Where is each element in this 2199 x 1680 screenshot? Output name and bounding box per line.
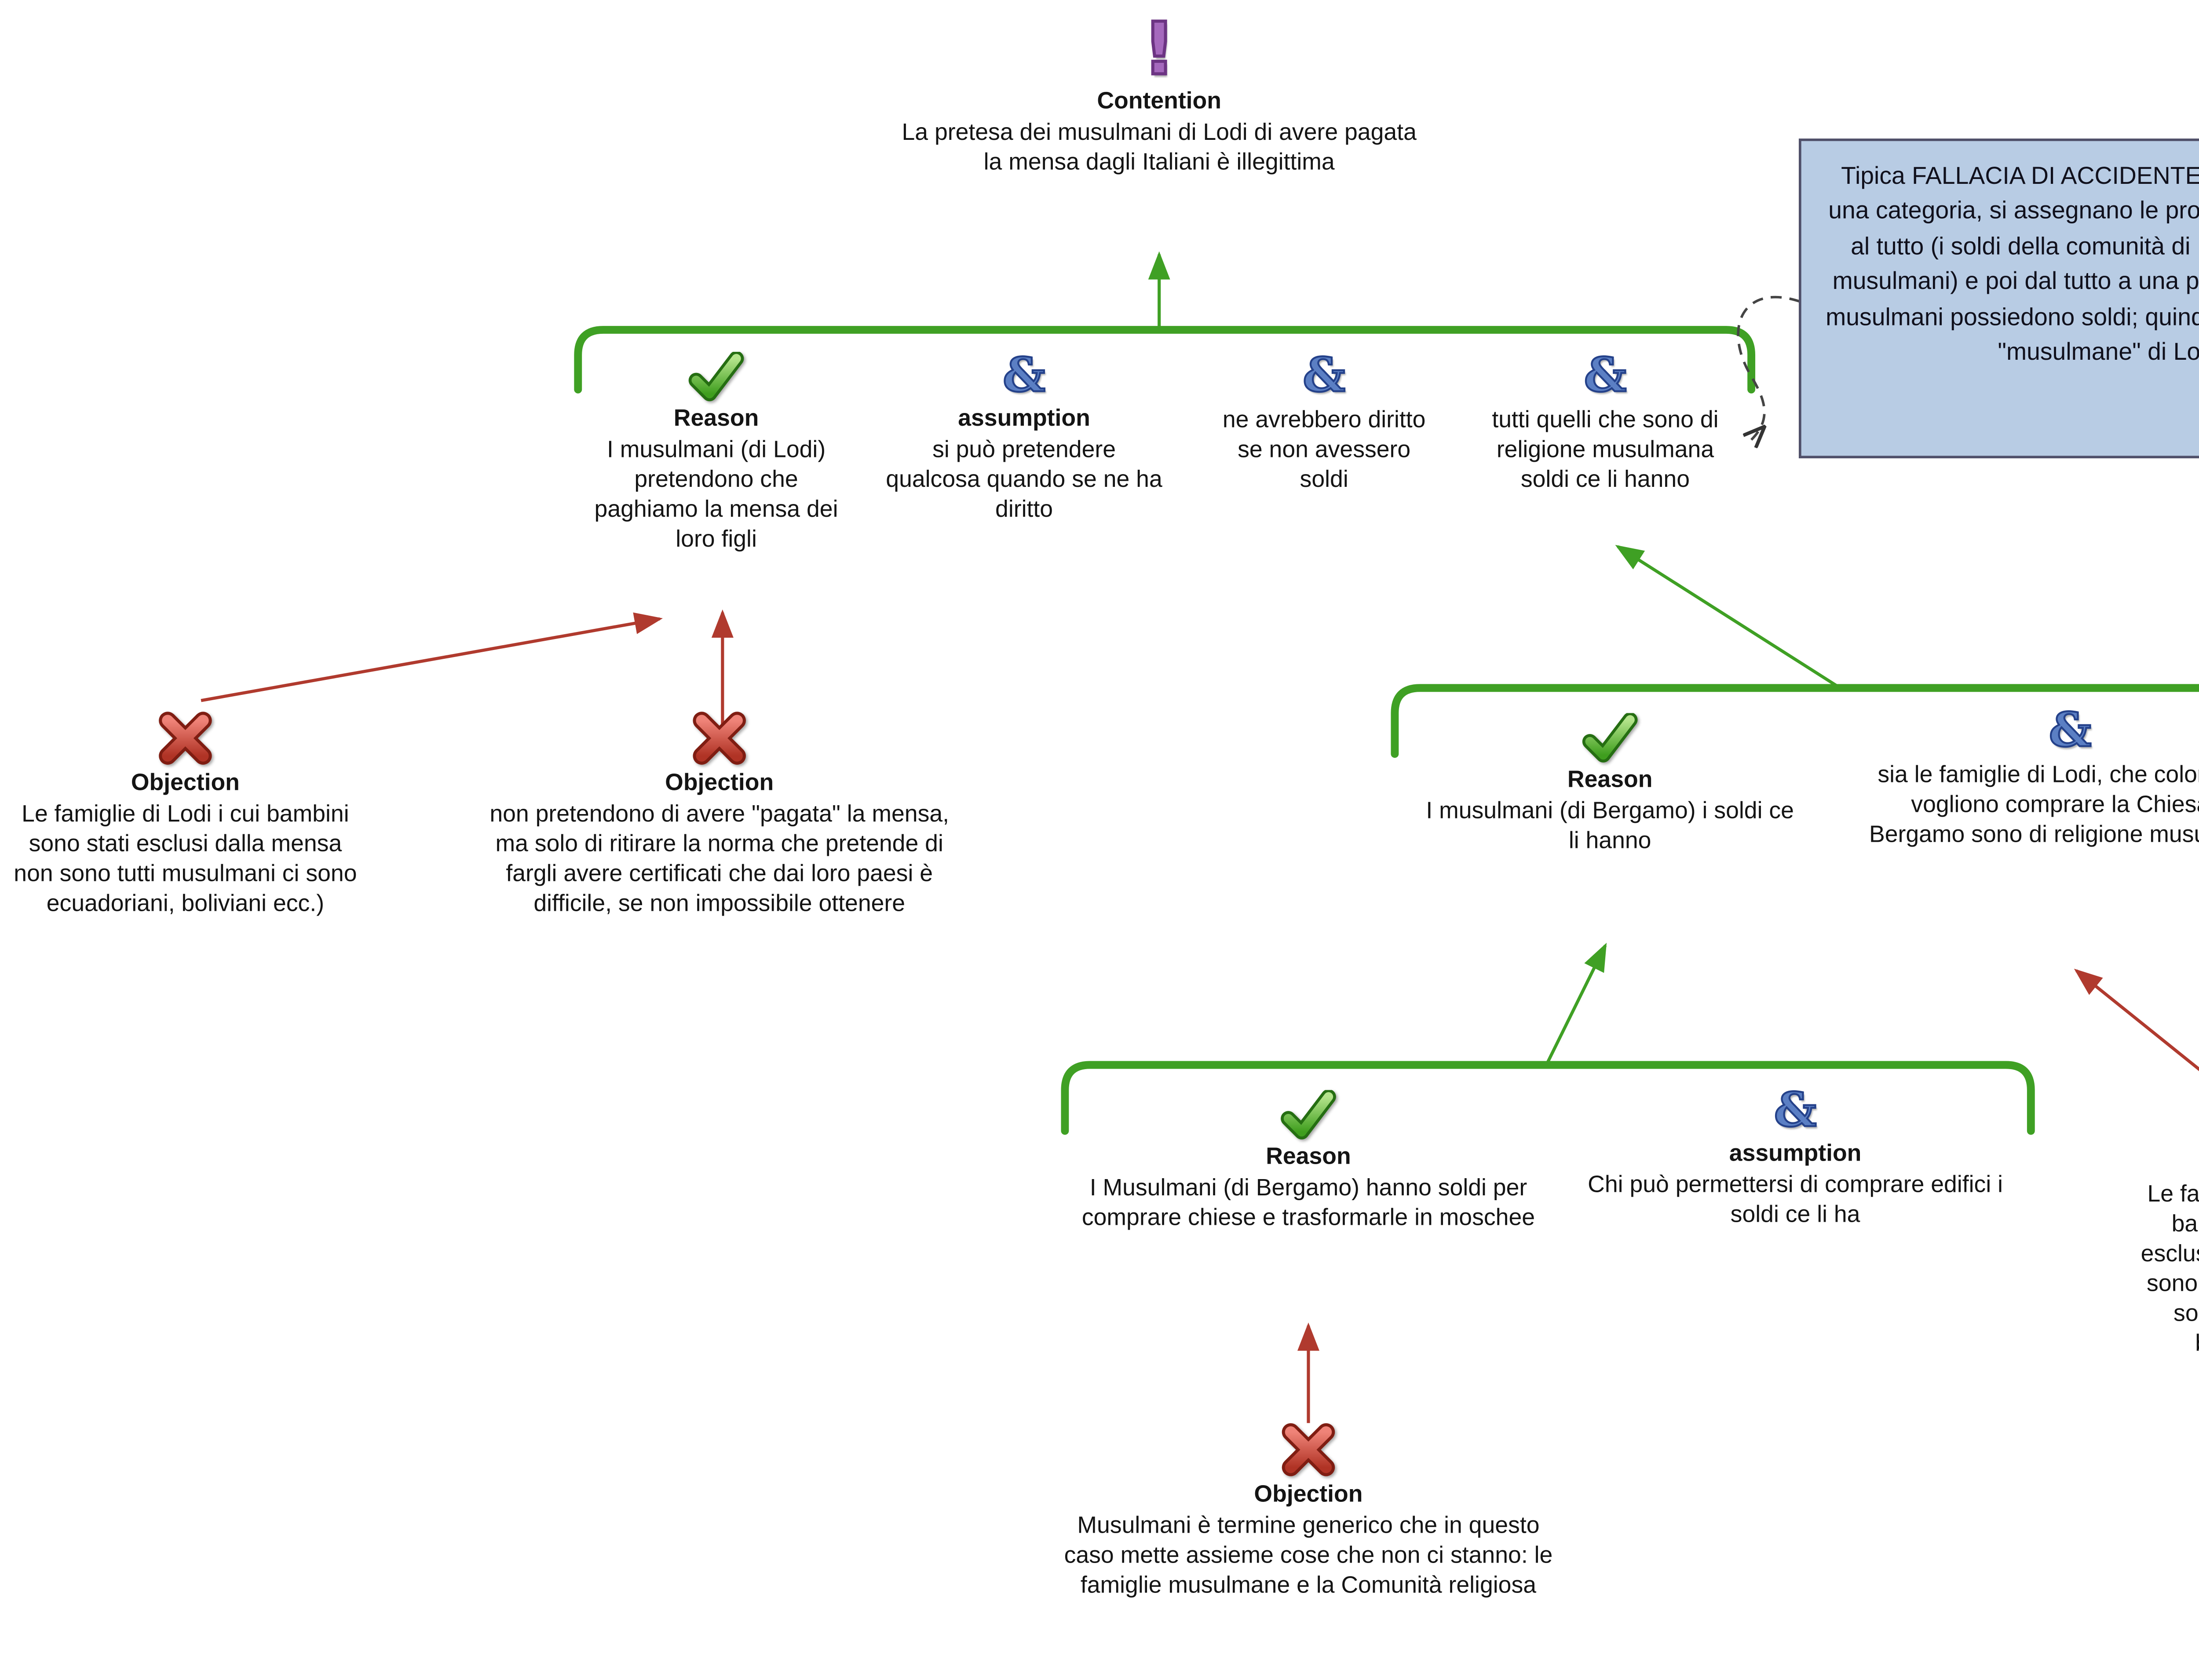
reason3-text: I Musulmani (di Bergamo) hanno soldi per… bbox=[1081, 1175, 1535, 1232]
arrow-objection-left-to-reason1 bbox=[201, 612, 663, 702]
objection-left-node[interactable]: Objection Le famiglie di Lodi i cui bamb… bbox=[13, 710, 358, 919]
copremise2-text: tutti quelli che sono di religione musul… bbox=[1492, 406, 1719, 493]
note-connector bbox=[1737, 296, 1801, 440]
objection-bottom-node[interactable]: Objection Musulmani è termine generico c… bbox=[1049, 1421, 1568, 1601]
reason1-label: Reason bbox=[673, 405, 759, 432]
reason3-label: Reason bbox=[1266, 1143, 1351, 1170]
ampersand-icon: & bbox=[1002, 348, 1046, 404]
contention-text: La pretesa dei musulmani di Lodi di aver… bbox=[902, 119, 1417, 176]
contention-node[interactable]: ! Contention La pretesa dei musulmani di… bbox=[900, 6, 1418, 178]
objection-mid-text: non pretendono di avere "pagata" la mens… bbox=[489, 801, 950, 918]
cross-icon bbox=[1282, 1423, 1335, 1476]
check-icon bbox=[1582, 713, 1638, 763]
note-text: Tipica FALLACIA DI ACCIDENTE: Si mette t… bbox=[1826, 163, 2199, 367]
assumption2-node[interactable]: & assumption Chi può permettersi di comp… bbox=[1575, 1084, 2015, 1229]
assumption1-text: si può pretendere qualcosa quando se ne … bbox=[886, 436, 1162, 522]
ampersand-icon: & bbox=[1773, 1084, 1818, 1139]
assumption1-node[interactable]: & assumption si può pretendere qualcosa … bbox=[883, 348, 1165, 524]
check-icon bbox=[1281, 1090, 1336, 1139]
contention-label: Contention bbox=[1097, 88, 1222, 115]
reason1-text: I musulmani (di Lodi) pretendono che pag… bbox=[594, 436, 838, 553]
cross-icon bbox=[159, 712, 212, 765]
objection-bottom-text: Musulmani è termine generico che in ques… bbox=[1064, 1512, 1553, 1600]
assumption1-label: assumption bbox=[958, 404, 1090, 431]
arrow-group2-to-copremise2 bbox=[1615, 545, 1839, 688]
objection-left-text: Le famiglie di Lodi i cui bambini sono s… bbox=[14, 801, 357, 918]
objection-bottom-label: Objection bbox=[1254, 1481, 1363, 1508]
objection-left-label: Objection bbox=[131, 769, 240, 796]
objection-mid-label: Objection bbox=[665, 769, 774, 796]
arrow-group3-to-reason2 bbox=[1545, 942, 1607, 1064]
objection-mid-node[interactable]: Objection non pretendono di avere "pagat… bbox=[476, 710, 963, 919]
assumption2-label: assumption bbox=[1729, 1139, 1862, 1166]
exclamation-icon: ! bbox=[1141, 6, 1177, 91]
arrow-objection-right-to-copremise3 bbox=[2074, 968, 2199, 1071]
copremise2-node[interactable]: & tutti quelli che sono di religione mus… bbox=[1479, 348, 1731, 494]
copremise3-text: sia le famiglie di Lodi, che coloro che … bbox=[1869, 761, 2199, 848]
note-background bbox=[1798, 138, 2199, 459]
fallacy-note[interactable]: Tipica FALLACIA DI ACCIDENTE: Si mette t… bbox=[1798, 138, 2199, 459]
copremise1-node[interactable]: & ne avrebbero diritto se non avessero s… bbox=[1214, 348, 1434, 494]
copremise1-text: ne avrebbero diritto se non avessero sol… bbox=[1222, 406, 1426, 493]
objection-right-text: Le famiglie di Lodi i cui bambini sono s… bbox=[2141, 1181, 2199, 1358]
ampersand-icon: & bbox=[1583, 348, 1627, 404]
reason2-node[interactable]: Reason I musulmani (di Bergamo) i soldi … bbox=[1421, 713, 1798, 856]
ampersand-icon: & bbox=[2048, 703, 2093, 759]
objection-right-node[interactable]: Objection Le famiglie di Lodi i cui bamb… bbox=[2133, 1090, 2199, 1359]
reason2-text: I musulmani (di Bergamo) i soldi ce li h… bbox=[1426, 798, 1794, 855]
reason1-node[interactable]: Reason I musulmani (di Lodi) pretendono … bbox=[583, 351, 850, 555]
reason2-label: Reason bbox=[1567, 766, 1653, 793]
copremise3-node[interactable]: & sia le famiglie di Lodi, che coloro ch… bbox=[1866, 703, 2199, 849]
reason3-node[interactable]: Reason I Musulmani (di Bergamo) hanno so… bbox=[1081, 1090, 1536, 1233]
ampersand-icon: & bbox=[1302, 348, 1346, 404]
check-icon bbox=[688, 351, 744, 402]
assumption2-text: Chi può permettersi di comprare edifici … bbox=[1588, 1171, 2003, 1228]
cross-icon bbox=[693, 712, 746, 765]
